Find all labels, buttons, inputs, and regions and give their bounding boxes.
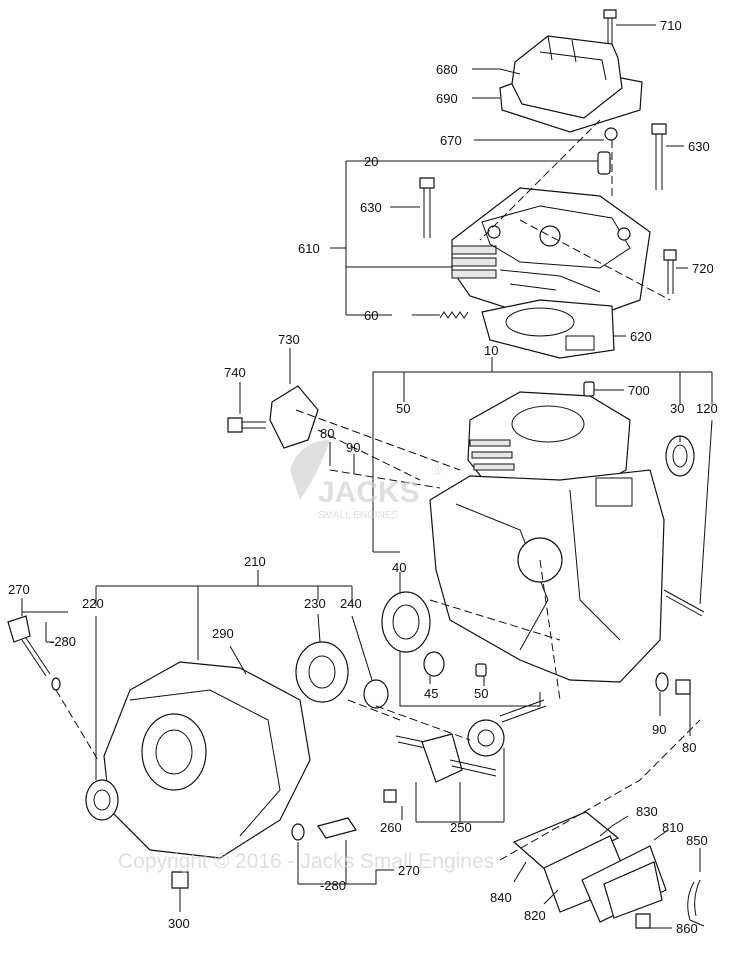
label-820: 820 [524, 908, 546, 923]
label-10: 10 [484, 343, 498, 358]
label-280-upper: -280 [50, 634, 76, 649]
label-80-upper: 80 [320, 426, 334, 441]
label-210: 210 [244, 554, 266, 569]
label-810: 810 [662, 820, 684, 835]
leader-lines [21, 24, 713, 929]
label-50-lower: 50 [474, 686, 488, 701]
label-850: 850 [686, 833, 708, 848]
label-90-lower: 90 [652, 722, 666, 737]
label-740: 740 [224, 365, 246, 380]
label-700: 700 [628, 383, 650, 398]
crankcase-assembly [227, 381, 705, 695]
label-630-left: 630 [360, 200, 382, 215]
label-230: 230 [304, 596, 326, 611]
cylinder-head-assembly [419, 123, 677, 359]
label-45: 45 [424, 686, 438, 701]
label-290: 290 [212, 626, 234, 641]
label-50-upper: 50 [396, 401, 410, 416]
label-630-right: 630 [688, 139, 710, 154]
part-labels: 710 680 690 670 630 20 630 610 720 60 62… [8, 18, 718, 936]
crankcase-cover-assembly [7, 615, 389, 889]
label-690: 690 [436, 91, 458, 106]
label-40: 40 [392, 560, 406, 575]
label-220: 220 [82, 596, 104, 611]
label-120: 120 [696, 401, 718, 416]
label-680: 680 [436, 62, 458, 77]
jacks-watermark: JACKS ® SMALL ENGINES Copyright © 2016 -… [118, 440, 494, 873]
label-620: 620 [630, 329, 652, 344]
label-300: 300 [168, 916, 190, 931]
label-710: 710 [660, 18, 682, 33]
label-260: 260 [380, 820, 402, 835]
label-840: 840 [490, 890, 512, 905]
label-20: 20 [364, 154, 378, 169]
label-60: 60 [364, 308, 378, 323]
label-830: 830 [636, 804, 658, 819]
watermark-logo-text: JACKS [318, 476, 420, 509]
label-270-upper: 270 [8, 582, 30, 597]
watermark-logo-subtitle: SMALL ENGINES [318, 510, 399, 521]
label-30: 30 [670, 401, 684, 416]
breather-assembly [512, 811, 705, 929]
label-730: 730 [278, 332, 300, 347]
rocker-cover-assembly [499, 9, 643, 141]
assembly-guide-lines [55, 119, 701, 861]
label-720: 720 [692, 261, 714, 276]
label-240: 240 [340, 596, 362, 611]
label-80-lower: 80 [682, 740, 696, 755]
watermark-copyright: Copyright © 2016 - Jacks Small Engines [118, 850, 494, 873]
label-280-lower: -280 [320, 878, 346, 893]
governor-assembly [383, 699, 547, 803]
label-270-lower: 270 [398, 863, 420, 878]
label-250: 250 [450, 820, 472, 835]
label-90-upper: 90 [346, 440, 360, 455]
label-860: 860 [676, 921, 698, 936]
label-610: 610 [298, 241, 320, 256]
label-670: 670 [440, 133, 462, 148]
watermark-registered-mark: ® [432, 461, 443, 477]
